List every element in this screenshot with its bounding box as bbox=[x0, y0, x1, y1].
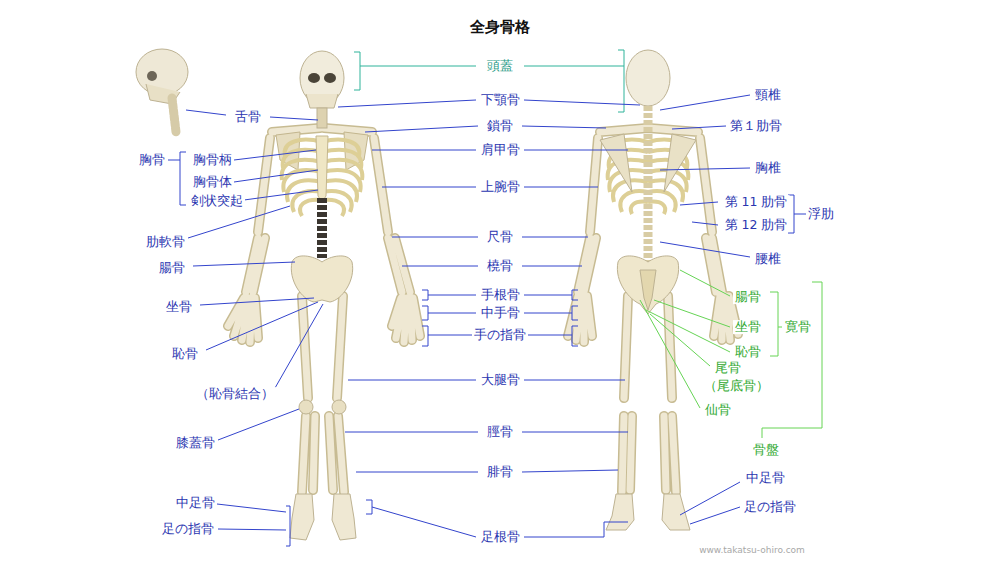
bone-label: 足の指骨 bbox=[160, 522, 216, 536]
bone-label: 胸骨体 bbox=[191, 175, 234, 189]
bone-label: （恥骨結合） bbox=[194, 387, 276, 401]
bone-label: 浮肋 bbox=[806, 207, 836, 221]
bone-label: 寛骨 bbox=[783, 320, 813, 334]
bone-label: 中手骨 bbox=[479, 306, 522, 320]
bone-label: 第 11 肋骨 bbox=[723, 195, 790, 209]
bone-label: 腸骨 bbox=[733, 290, 763, 304]
bone-label: 下顎骨 bbox=[479, 93, 522, 107]
bone-label: 膝蓋骨 bbox=[174, 436, 217, 450]
bone-label: 剣状突起 bbox=[189, 194, 245, 208]
bone-label: 手の指骨 bbox=[472, 328, 528, 342]
bone-label: 足根骨 bbox=[479, 530, 522, 544]
bone-label: 第 12 肋骨 bbox=[723, 218, 790, 232]
bone-label: 恥骨 bbox=[733, 345, 763, 359]
bone-label: （尾底骨） bbox=[702, 379, 771, 393]
bone-label: 橈骨 bbox=[485, 259, 515, 273]
bone-label: 頭蓋 bbox=[485, 59, 515, 73]
diagram-title: 全身骨格 bbox=[470, 18, 530, 37]
bone-label: 脛骨 bbox=[485, 425, 515, 439]
bone-label: 上腕骨 bbox=[479, 180, 522, 194]
bone-label: 尾骨 bbox=[713, 361, 743, 375]
bone-label: 恥骨 bbox=[170, 347, 200, 361]
bone-label: 肋軟骨 bbox=[144, 235, 187, 249]
bone-label: 第１肋骨 bbox=[728, 119, 784, 133]
bone-label: 足の指骨 bbox=[742, 500, 798, 514]
bone-label: 中足骨 bbox=[744, 471, 787, 485]
bone-label: 腓骨 bbox=[485, 465, 515, 479]
bone-label: 坐骨 bbox=[164, 300, 194, 314]
bone-label: 中足骨 bbox=[174, 496, 217, 510]
watermark: www.takatsu-ohiro.com bbox=[697, 546, 807, 556]
bone-label: 胸骨柄 bbox=[191, 153, 234, 167]
bone-label: 腸骨 bbox=[157, 261, 187, 275]
bone-label: 仙骨 bbox=[703, 403, 733, 417]
bone-label: 肩甲骨 bbox=[479, 143, 522, 157]
bone-label: 胸骨 bbox=[137, 153, 167, 167]
bone-label: 胸椎 bbox=[753, 161, 783, 175]
bone-label: 手根骨 bbox=[479, 288, 522, 302]
bone-label: 骨盤 bbox=[751, 443, 781, 457]
bone-label: 腰椎 bbox=[753, 252, 783, 266]
bone-label: 坐骨 bbox=[733, 320, 763, 334]
bone-label: 舌骨 bbox=[233, 110, 263, 124]
bone-label: 尺骨 bbox=[485, 230, 515, 244]
bone-label: 大腿骨 bbox=[479, 373, 522, 387]
bone-label: 鎖骨 bbox=[485, 119, 515, 133]
bone-label: 頸椎 bbox=[753, 88, 783, 102]
